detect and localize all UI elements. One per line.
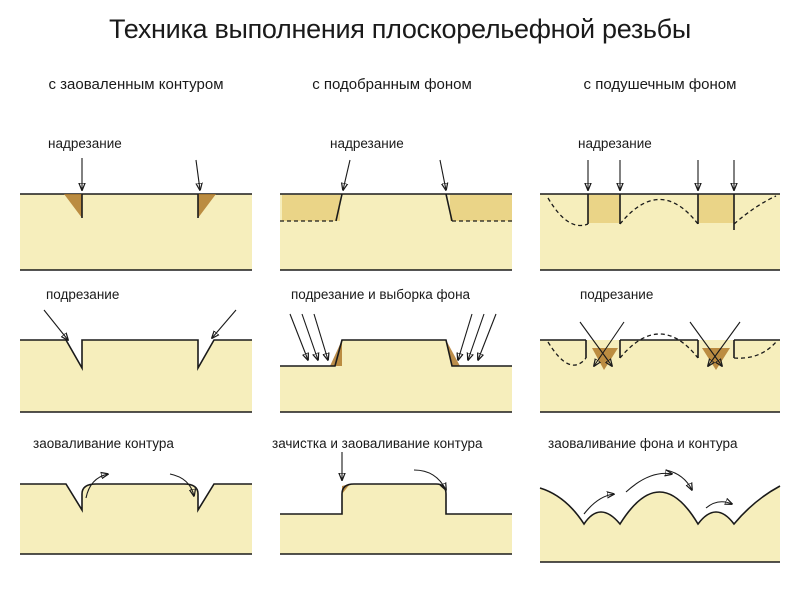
rounding-arrow: [85, 474, 108, 499]
wood-block: [540, 340, 780, 412]
cushion-dashed-curve: [733, 341, 777, 359]
panel-c3-rounding: [539, 469, 781, 563]
step-label-c1-incision: надрезание: [48, 136, 122, 151]
knife-arrow: [343, 159, 351, 190]
step-label-c3-undercut: подрезание: [580, 287, 654, 302]
background-grain: [588, 195, 620, 223]
step-label-c2-undercut-background: подрезание и выборка фона: [291, 287, 471, 302]
background-grain: [698, 195, 734, 223]
rounding-arrow: [705, 502, 732, 509]
background-grain: [450, 195, 512, 221]
panel-c1-rounding: [20, 473, 252, 555]
knife-arrow: [43, 309, 68, 340]
panel-c2-incision: [280, 159, 512, 271]
knife-arrow: [478, 313, 497, 360]
knife-arrow: [579, 321, 612, 366]
panel-c1-incision: [20, 158, 252, 271]
wood-block: [20, 340, 252, 412]
rounding-arrow: [583, 494, 614, 515]
profile-line: [280, 339, 512, 367]
cushion-dashed-curve: [547, 341, 587, 366]
wood-block: [280, 484, 512, 554]
profile-line: [539, 485, 781, 526]
column-heading-rounded-contour: с заоваленным контуром: [48, 76, 224, 93]
wood-block: [20, 484, 252, 554]
cushion-dashed-curve: [547, 197, 589, 227]
step-label-c3-incision: надрезание: [578, 136, 652, 151]
cut-line: [445, 193, 453, 222]
knife-arrow: [313, 313, 328, 360]
wood-block: [540, 194, 780, 270]
step-label-c2-incision: надрезание: [330, 136, 404, 151]
panel-c2-undercut-background: [280, 313, 512, 413]
knife-arrow: [708, 321, 741, 366]
panel-c1-undercut: [20, 309, 252, 413]
knife-arrow: [301, 313, 318, 360]
knife-arrow: [689, 321, 722, 366]
rounding-arrow: [665, 469, 692, 490]
knife-arrow: [468, 313, 485, 360]
knife-arrow: [458, 313, 473, 360]
cut-line: [335, 193, 343, 222]
profile-line: [20, 339, 252, 372]
page-title: Техника выполнения плоскорельефной резьб…: [109, 14, 691, 44]
column-heading-selected-background: с подобранным фоном: [312, 76, 472, 93]
wood-block: [20, 194, 252, 270]
cut-shading: [330, 340, 342, 366]
rounding-arrow: [413, 469, 446, 490]
column-heading-cushion-background: с подушечным фоном: [583, 76, 737, 93]
cut-shading: [198, 194, 216, 218]
panel-c3-incision: [540, 160, 780, 271]
knife-arrow: [196, 159, 200, 190]
knife-arrow: [212, 309, 237, 338]
background-grain: [282, 195, 340, 221]
cut-shading: [64, 194, 82, 218]
rounding-arrow: [169, 473, 194, 496]
knife-arrow: [594, 321, 625, 366]
step-label-c1-undercut: подрезание: [46, 287, 120, 302]
wood-block: [540, 486, 780, 562]
profile-line: [20, 483, 252, 513]
step-label-c2-cleaning-rounding: зачистка и заоваливание контура: [272, 436, 483, 451]
panel-c2-rounding: [280, 452, 512, 555]
step-label-c3-rounding: заоваливание фона и контура: [548, 436, 738, 451]
panel-c3-undercut: [540, 321, 780, 413]
knife-arrow: [439, 159, 446, 190]
rounding-arrow: [625, 473, 672, 493]
knife-arrow: [289, 313, 308, 360]
step-label-c1-rounding: заоваливание контура: [33, 436, 174, 451]
